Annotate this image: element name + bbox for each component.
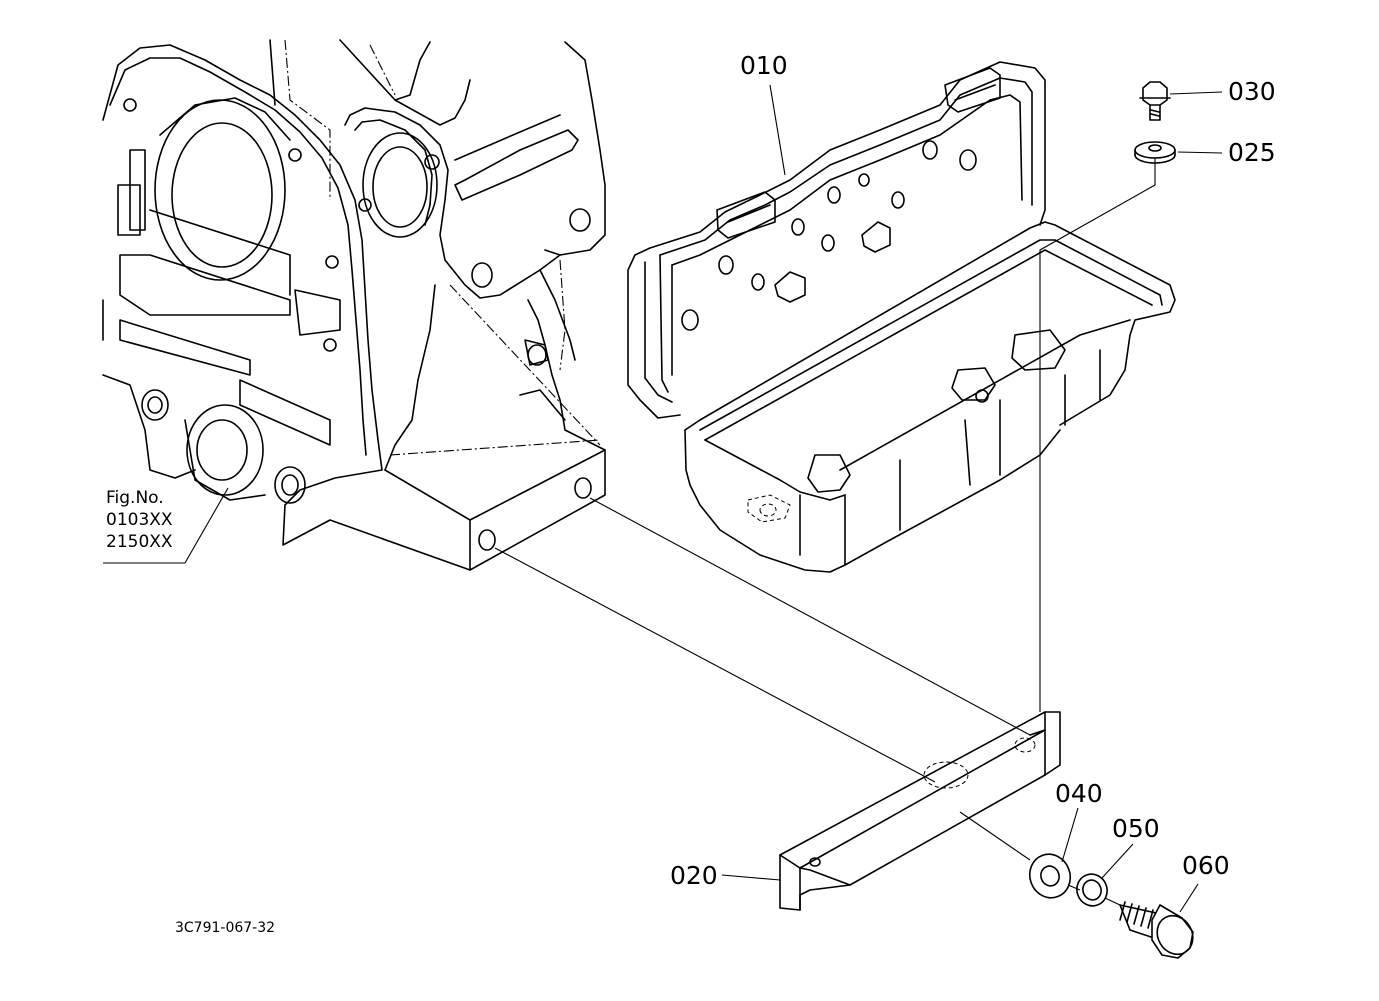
part-label-060[interactable]: 060 [1182, 851, 1230, 880]
leader-lines [103, 84, 1223, 913]
tool-box-drawing [627, 61, 1176, 573]
drawing-code: 3C791-067-32 [175, 920, 276, 936]
part-label-010[interactable]: 010 [740, 51, 788, 80]
part-label-040[interactable]: 040 [1055, 779, 1103, 808]
bracket-drawing [779, 711, 1061, 911]
part-label-020[interactable]: 020 [670, 861, 718, 890]
part-label-050[interactable]: 050 [1112, 814, 1160, 843]
figure-reference-number-2: 2150XX [106, 532, 173, 552]
part-label-025[interactable]: 025 [1228, 138, 1276, 167]
figure-reference-number-1: 0103XX [106, 510, 173, 530]
assembly-lines [494, 158, 1156, 906]
figure-reference[interactable]: Fig.No. 0103XX 2150XX [106, 487, 173, 553]
part-label-030[interactable]: 030 [1228, 77, 1276, 106]
engine-housing-drawing [102, 39, 606, 571]
figure-reference-title: Fig.No. [106, 488, 164, 508]
